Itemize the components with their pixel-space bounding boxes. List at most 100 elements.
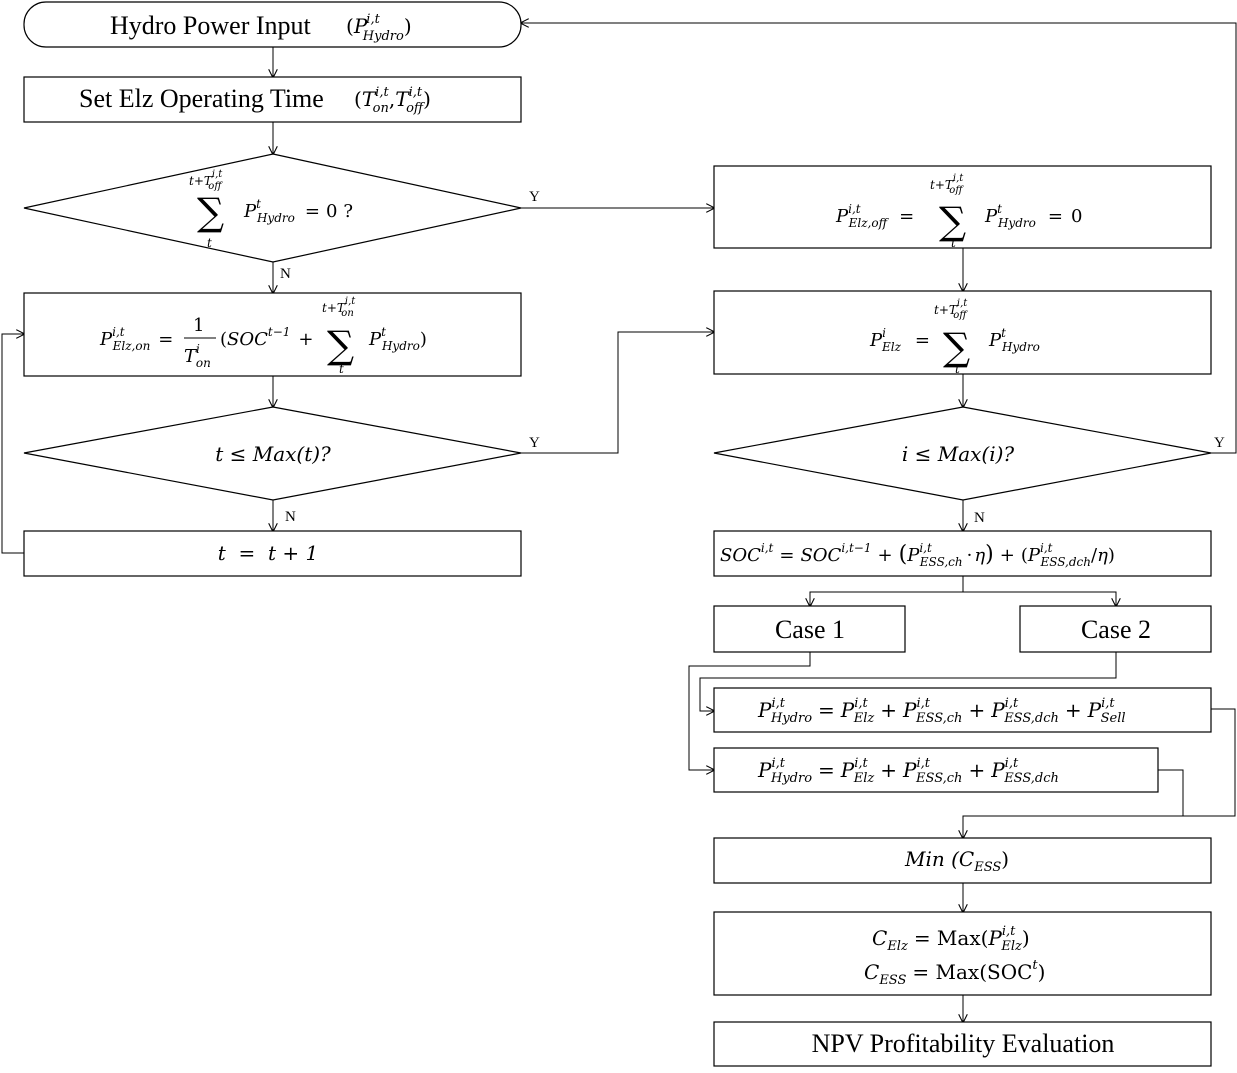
sym-eta: η — [974, 545, 985, 566]
sup-it: i,t — [854, 756, 868, 771]
op-equals: = — [305, 201, 320, 222]
node-case-1: Case 1 — [713, 605, 906, 653]
sub-on: on — [196, 356, 211, 370]
decision-shape — [23, 153, 522, 263]
paren: ( — [346, 14, 354, 38]
sup-i: i — [882, 326, 886, 340]
process-shape — [713, 165, 1212, 249]
sub-hydro: Hydro — [770, 771, 812, 786]
sub-elz: Elz — [853, 711, 875, 726]
sup-it: i,t — [917, 696, 931, 711]
paren: ( — [220, 329, 227, 350]
sub-hydro: Hydro — [997, 216, 1036, 230]
upper-sub: off — [208, 181, 223, 192]
op-equals: = — [158, 329, 173, 350]
process-shape — [23, 530, 522, 577]
op-plus: + — [968, 758, 985, 782]
process-shape — [713, 605, 906, 653]
op-equals: = — [818, 758, 835, 782]
soc-text: SOC — [720, 545, 761, 566]
branch-label-no-zero: N — [280, 266, 291, 282]
branch-label-yes-zero: Y — [529, 189, 540, 205]
sup-it: i,t — [919, 541, 932, 555]
process-shape — [23, 76, 522, 123]
process-shape — [713, 687, 1212, 733]
sym-p: P — [988, 330, 1002, 351]
sym-c: C — [864, 960, 879, 984]
node-case-2: Case 2 — [1019, 605, 1212, 653]
sup-t: t — [256, 197, 261, 211]
sub-elz: Elz — [853, 771, 875, 786]
sub-hydro: Hydro — [1001, 340, 1040, 354]
increment-text: t = t + 1 — [218, 541, 318, 565]
sup-it: i,t — [112, 325, 125, 339]
sub-on: on — [373, 101, 389, 116]
sup-it: i,t — [1101, 696, 1115, 711]
sym-t: T — [395, 87, 410, 111]
terminal-shape — [23, 1, 522, 48]
op-plus: + — [880, 758, 897, 782]
sym-p: P — [1027, 545, 1041, 566]
sym-p: P — [902, 698, 917, 722]
edge-decision-t-yes-to-elztotal — [521, 332, 714, 454]
sym-p: P — [906, 545, 920, 566]
op-plus: + — [1000, 545, 1015, 566]
paren: ) — [1038, 960, 1046, 984]
sym-p: P — [757, 698, 772, 722]
value-zero: 0 — [1071, 206, 1082, 227]
sym-p: P — [353, 14, 368, 38]
sup-it-prev: i,t−1 — [841, 541, 871, 555]
upper-sup: i,t — [345, 296, 356, 307]
sup-it: i,t — [771, 756, 785, 771]
process-shape — [1019, 605, 1212, 653]
sym-p: P — [99, 329, 113, 350]
sym-p: P — [990, 758, 1005, 782]
sup-it: i,t — [366, 12, 380, 27]
upper-sub: off — [949, 185, 964, 196]
value-zero: 0 — [326, 201, 337, 222]
upper-sub: off — [953, 310, 968, 321]
process-shape — [713, 837, 1212, 884]
input-text: Hydro Power Input — [110, 11, 312, 40]
sum-lower: t — [955, 362, 960, 376]
decision-i-text: i ≤ Max(i)? — [902, 442, 1015, 466]
sub-hydro: Hydro — [770, 711, 812, 726]
sup-it: i,t — [1002, 924, 1016, 939]
sub-elz: Elz — [1000, 939, 1022, 954]
sum-lower: t — [207, 236, 212, 250]
sym-p: P — [987, 926, 1002, 950]
sub-ess-dch: ESS,dch — [1003, 711, 1059, 726]
op-equals: = — [899, 206, 914, 227]
sup-i: i — [196, 342, 200, 356]
sum-sign: ∑ — [939, 199, 966, 243]
sup-it: i,t — [917, 756, 931, 771]
sum-lower: t — [339, 362, 344, 376]
branch-labels: Y N Y N Y N — [280, 189, 1225, 526]
branch-label-no-i: N — [974, 510, 985, 526]
upper-text: t+T — [189, 174, 213, 188]
node-npv-evaluation: NPV Profitability Evaluation — [713, 1021, 1212, 1067]
sym-t: T — [362, 87, 377, 111]
upper-text: t+T — [930, 178, 954, 192]
sup-it: i,t — [771, 696, 785, 711]
sym-p: P — [835, 206, 849, 227]
sup-it: i,t — [409, 85, 423, 100]
process-shape — [23, 292, 522, 377]
edge-case2-to-eq1 — [699, 652, 1117, 711]
sup-it: i,t — [854, 696, 868, 711]
node-decision-i: i ≤ Max(i)? — [713, 406, 1212, 501]
sup-t: t — [1001, 326, 1006, 340]
process-shape — [713, 911, 1212, 996]
min-cost-formula: Min (CESS) — [904, 847, 1009, 875]
